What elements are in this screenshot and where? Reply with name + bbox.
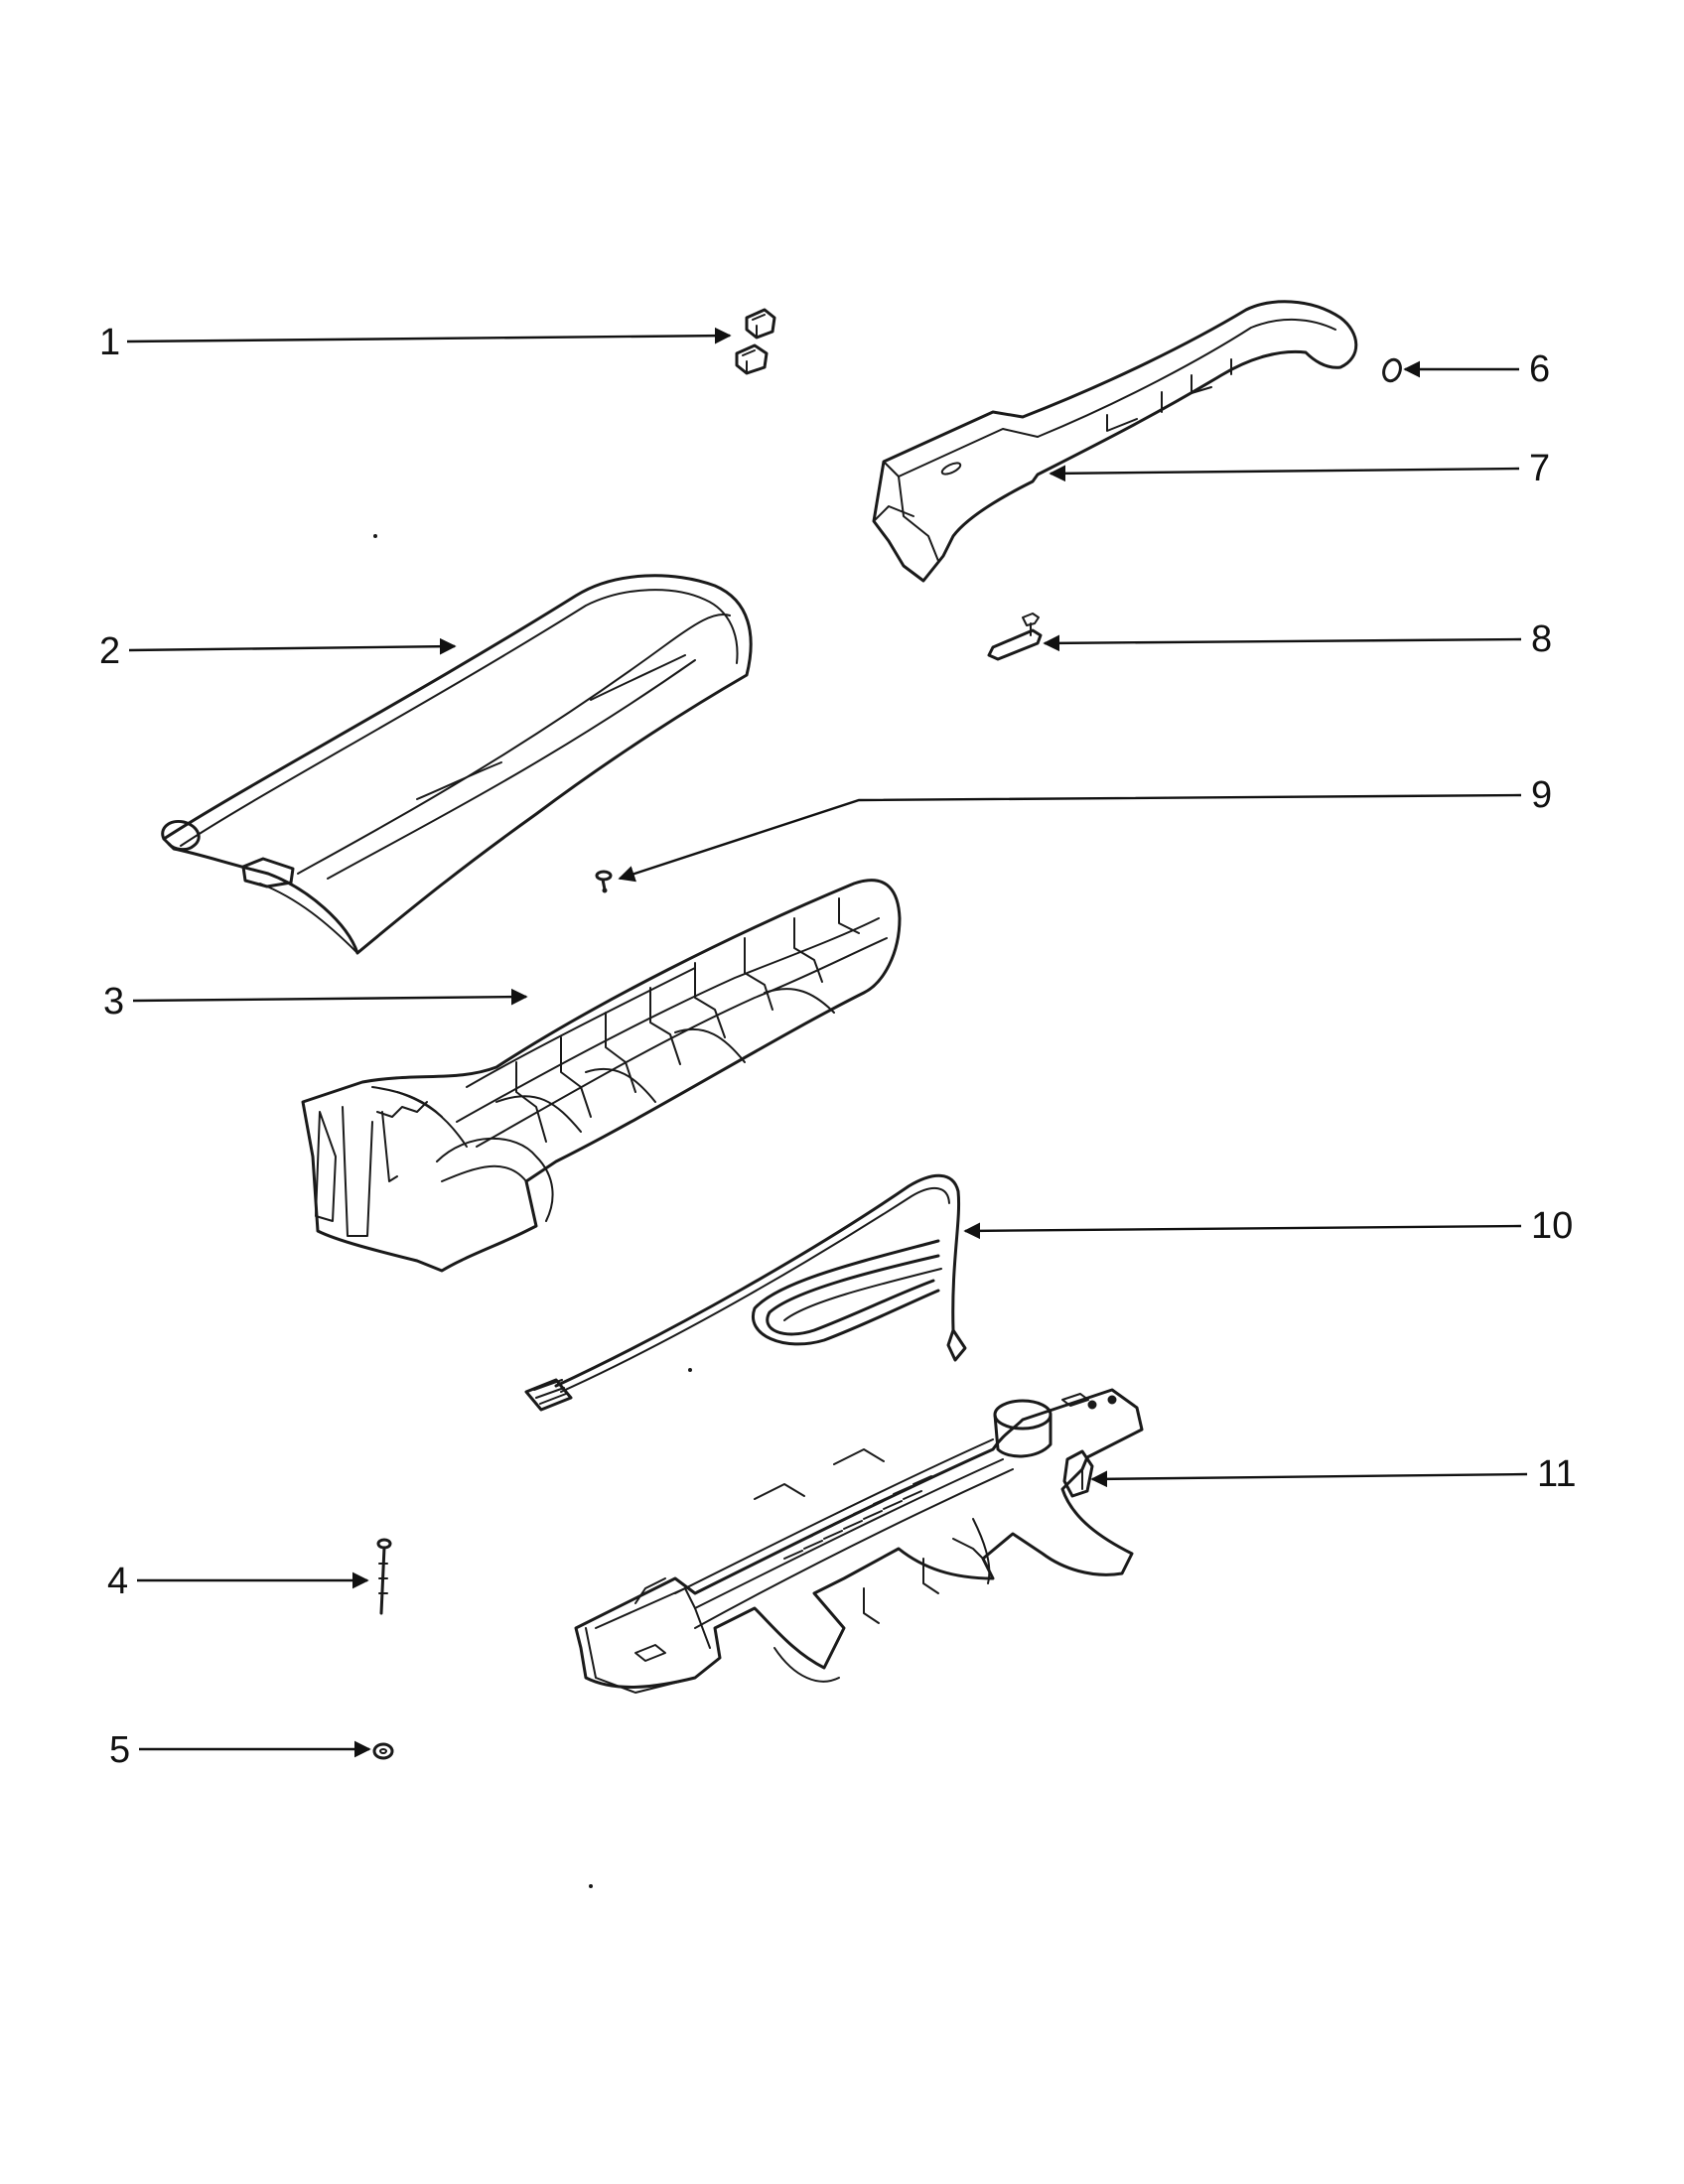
part-5-washer bbox=[372, 1742, 394, 1760]
callout-9: 9 bbox=[618, 774, 1552, 883]
callout-3: 3 bbox=[103, 981, 528, 1023]
leader-line-9 bbox=[618, 793, 1522, 883]
callout-label-5: 5 bbox=[109, 1729, 130, 1771]
callout-6: 6 bbox=[1403, 348, 1550, 390]
part-11-base-chassis bbox=[574, 1388, 1144, 1694]
callout-label-9: 9 bbox=[1531, 774, 1552, 816]
part-9-screw bbox=[595, 870, 613, 893]
callout-1: 1 bbox=[99, 322, 732, 363]
part-10-cord bbox=[524, 1173, 967, 1412]
speck bbox=[373, 534, 377, 538]
callout-5: 5 bbox=[109, 1729, 371, 1771]
leader-line-2 bbox=[128, 637, 457, 655]
part-7-handle-arm bbox=[872, 300, 1358, 583]
callout-label-3: 3 bbox=[103, 981, 124, 1023]
callout-label-4: 4 bbox=[107, 1561, 128, 1602]
callout-label-8: 8 bbox=[1531, 618, 1552, 660]
speck bbox=[688, 1368, 692, 1372]
part-4-screw bbox=[376, 1538, 392, 1615]
callout-label-1: 1 bbox=[99, 322, 120, 363]
callout-label-7: 7 bbox=[1529, 448, 1550, 489]
leader-line-7 bbox=[1049, 465, 1520, 482]
callout-8: 8 bbox=[1043, 618, 1552, 660]
part-2-upper-cover bbox=[161, 574, 753, 955]
leader-line-1 bbox=[126, 327, 732, 344]
callout-2: 2 bbox=[99, 630, 457, 672]
callout-7: 7 bbox=[1049, 448, 1550, 489]
callout-4: 4 bbox=[107, 1561, 369, 1602]
leader-line-8 bbox=[1043, 634, 1522, 652]
leader-line-11 bbox=[1090, 1470, 1528, 1488]
callout-10: 10 bbox=[963, 1205, 1573, 1247]
leader-line-3 bbox=[132, 988, 528, 1006]
part-1-clips bbox=[735, 308, 776, 375]
leader-line-10 bbox=[963, 1222, 1522, 1240]
part-3-nozzle-housing bbox=[301, 879, 902, 1273]
callout-11: 11 bbox=[1090, 1453, 1576, 1495]
part-6-ring bbox=[1382, 357, 1402, 383]
callout-label-10: 10 bbox=[1531, 1205, 1573, 1247]
callout-label-11: 11 bbox=[1537, 1453, 1576, 1495]
callout-label-6: 6 bbox=[1529, 348, 1550, 390]
speck bbox=[589, 1884, 593, 1888]
part-8-latch bbox=[987, 613, 1043, 661]
callout-label-2: 2 bbox=[99, 630, 120, 672]
